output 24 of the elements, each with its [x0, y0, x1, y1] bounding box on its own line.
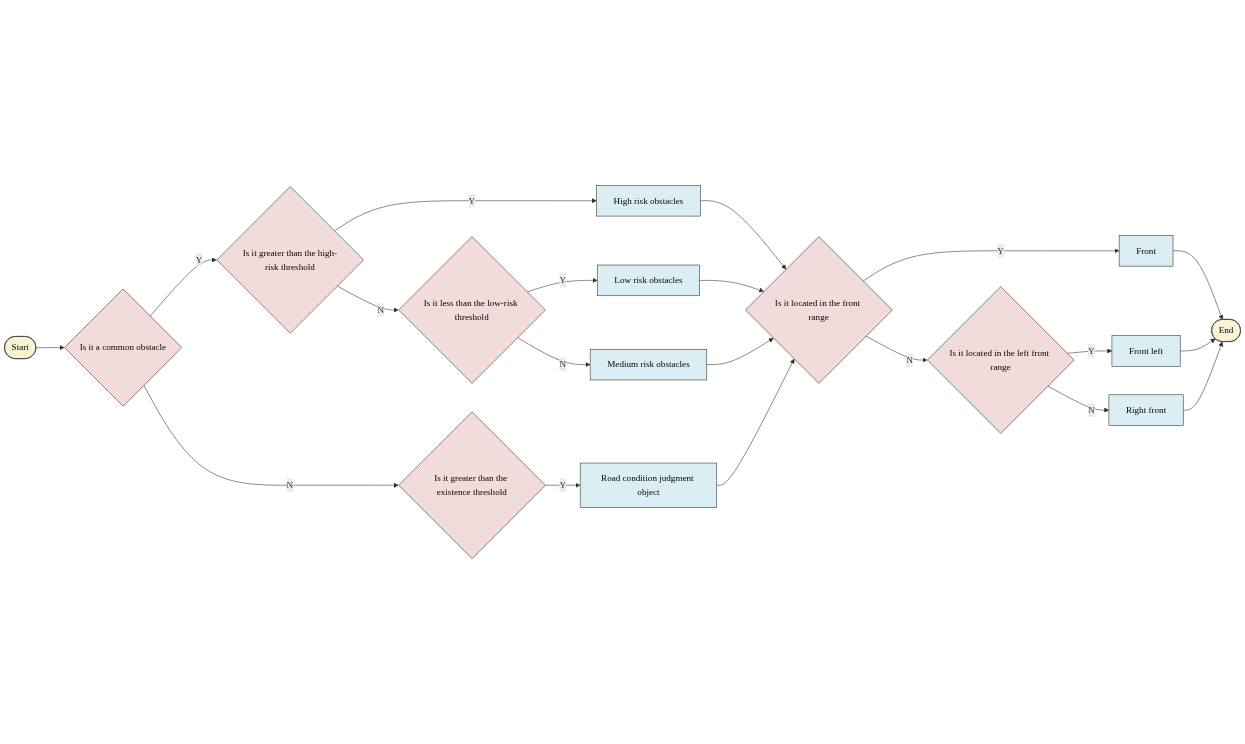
edge-label: N: [1088, 405, 1095, 415]
edge-label: Y: [559, 480, 566, 490]
node-diamond: Is it greater than the existence threshold: [398, 411, 546, 559]
edge-label: Y: [559, 275, 566, 285]
edge-label: N: [286, 480, 294, 490]
edge-label: N: [377, 304, 385, 315]
node-diamond: Is it a common obstacle: [64, 288, 183, 407]
node-diamond: Is it located in the front range: [745, 236, 893, 384]
node-diamond: Is it located in the left front range: [927, 286, 1075, 434]
edge-label: Y: [1088, 345, 1095, 356]
edge-label: Y: [997, 245, 1004, 256]
node-box: Front left: [1111, 335, 1181, 367]
node-box: Low risk obstacles: [597, 264, 700, 297]
edge-label: N: [906, 354, 913, 365]
node-box: Right front: [1108, 394, 1184, 426]
node-box: High risk obstacles: [596, 185, 701, 217]
node-box: Front: [1118, 235, 1174, 267]
node-box: Road condition judgment object: [579, 462, 718, 508]
node-box: Medium risk obstacles: [589, 348, 708, 381]
edge-label: N: [559, 359, 566, 370]
edge-label: Y: [468, 195, 476, 206]
edge-label: Y: [195, 254, 203, 265]
node-diamond: Is it greater than the high-risk threshold: [216, 186, 364, 334]
node-diamond: Is it less than the low-risk threshold: [398, 236, 546, 384]
